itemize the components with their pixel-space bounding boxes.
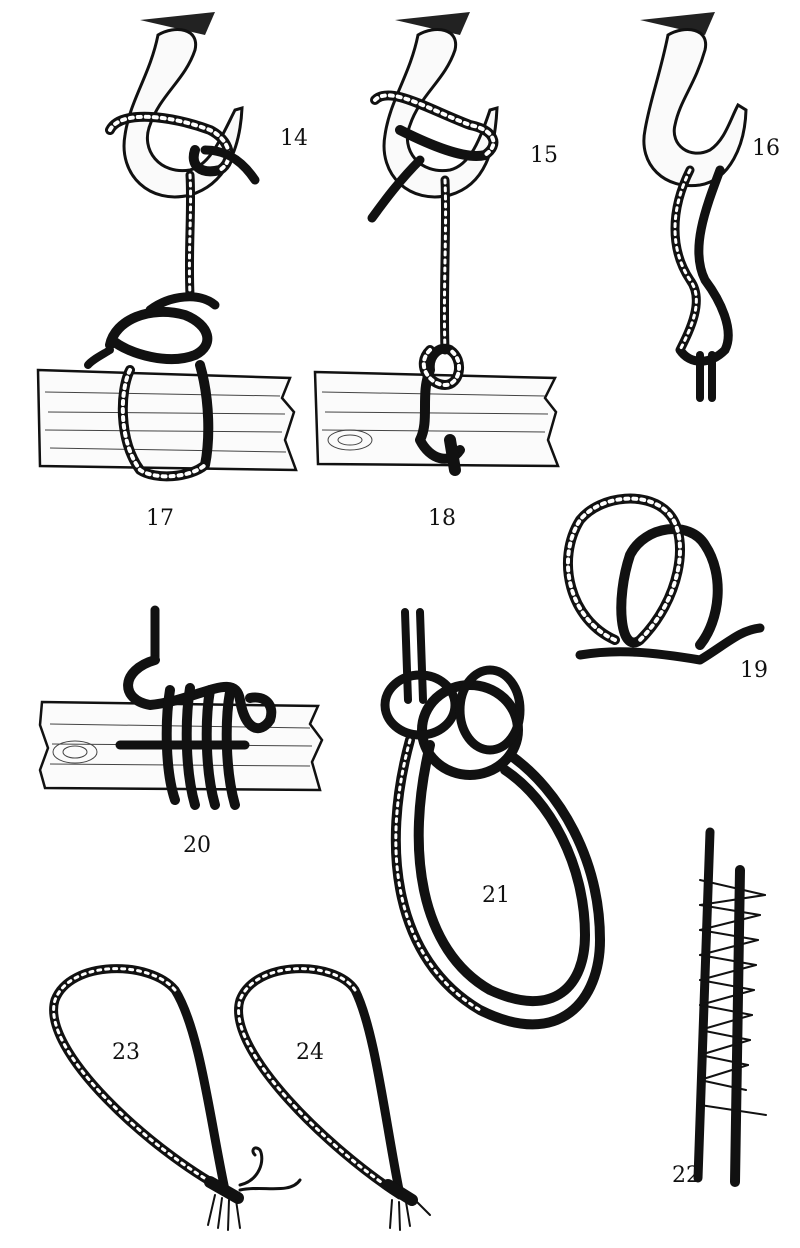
figure-18-drawing [313, 343, 560, 476]
figure-16-drawing [640, 12, 748, 402]
figure-24-drawing [234, 964, 431, 1231]
figure-17-number: 17 [146, 506, 174, 531]
figure-17-drawing [36, 292, 298, 482]
figure-16-number: 16 [752, 136, 780, 161]
figure-14-drawing [105, 12, 260, 300]
figure-18-number: 18 [428, 506, 456, 531]
figure-24-number: 24 [296, 1040, 324, 1065]
figure-19-drawing [562, 493, 765, 665]
figure-21-number: 21 [482, 883, 510, 908]
figure-23-number: 23 [112, 1040, 140, 1065]
figure-19-number: 19 [740, 658, 768, 683]
figure-20-drawing [38, 605, 324, 810]
figure-22-number: 22 [672, 1163, 700, 1188]
figure-14-number: 14 [280, 126, 308, 151]
figure-22-drawing [693, 827, 767, 1187]
figure-21-drawing [380, 608, 605, 1030]
figure-20-number: 20 [183, 833, 211, 858]
figure-23-drawing [49, 964, 302, 1231]
figure-15-number: 15 [530, 143, 558, 168]
figure-15-drawing [367, 12, 499, 355]
